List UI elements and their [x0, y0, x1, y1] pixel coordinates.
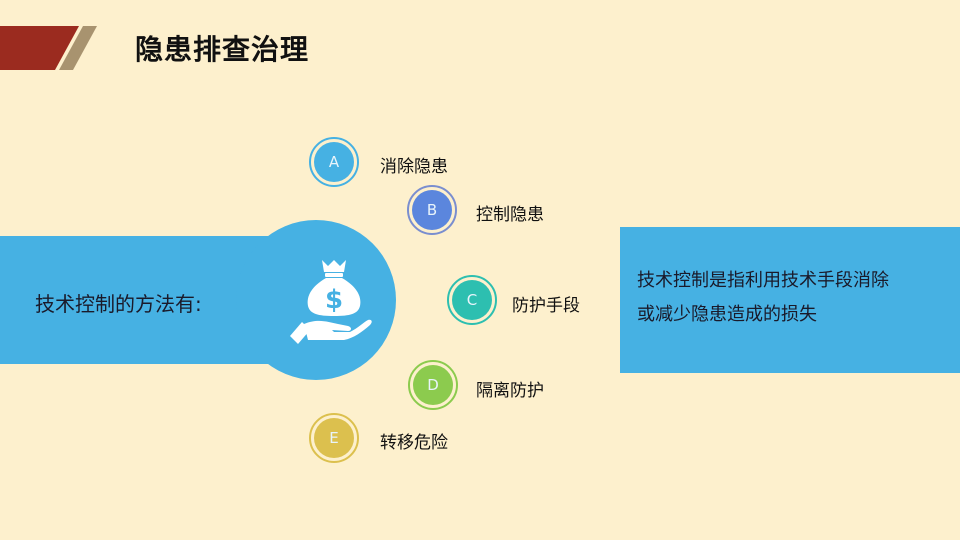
item-c-badge: C — [452, 280, 492, 320]
left-panel — [0, 236, 280, 364]
item-d-label: 隔离防护 — [476, 381, 544, 401]
item-e-ring: E — [309, 413, 359, 463]
item-b-label: 控制隐患 — [476, 205, 544, 225]
money-bag-hand-icon: $ — [290, 260, 372, 344]
item-a-badge: A — [314, 142, 354, 182]
item-b-ring: B — [407, 185, 457, 235]
item-d-ring: D — [408, 360, 458, 410]
item-a-label: 消除隐患 — [380, 157, 448, 177]
svg-text:$: $ — [325, 285, 343, 315]
definition-line-1: 技术控制是指利用技术手段消除 — [637, 270, 889, 291]
item-c-label: 防护手段 — [512, 296, 580, 316]
definition-text: 技术控制是指利用技术手段消除 或减少隐患造成的损失 — [637, 264, 947, 332]
item-c-ring: C — [447, 275, 497, 325]
page-title: 隐患排查治理 — [135, 33, 310, 66]
item-a-ring: A — [309, 137, 359, 187]
item-e-badge: E — [314, 418, 354, 458]
left-panel-text: 技术控制的方法有: — [35, 292, 202, 316]
item-e-label: 转移危险 — [380, 433, 448, 453]
item-d-badge: D — [413, 365, 453, 405]
item-b-badge: B — [412, 190, 452, 230]
definition-panel — [620, 227, 960, 373]
definition-line-2: 或减少隐患造成的损失 — [637, 304, 817, 325]
